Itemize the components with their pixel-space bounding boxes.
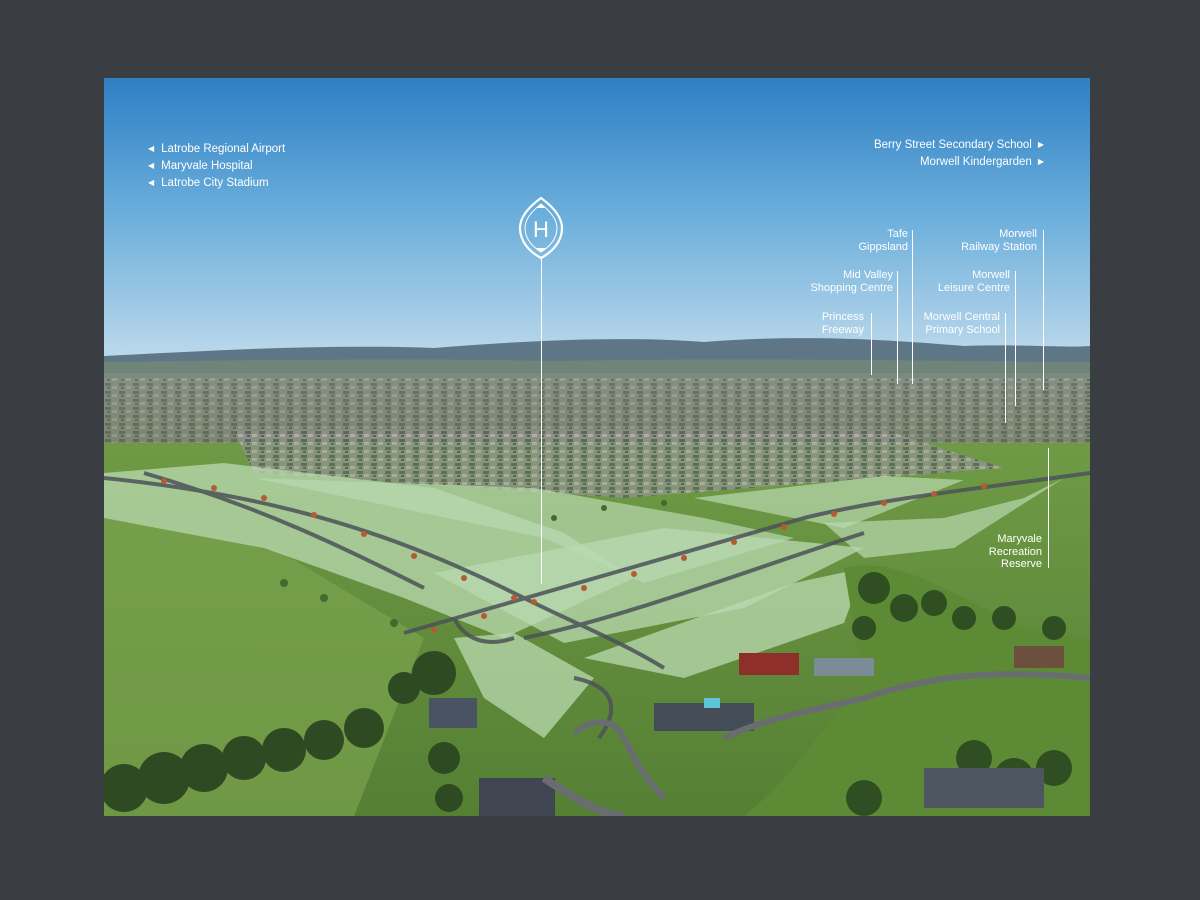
destination-maryvale-hospital: Maryvale Hospital: [148, 158, 285, 175]
leader-mid-valley: [897, 271, 899, 384]
left-destination-list: Latrobe Regional Airport Maryvale Hospit…: [148, 141, 285, 192]
estate-location-pin-icon: H: [518, 196, 564, 260]
destination-berry-street-school: Berry Street Secondary School: [874, 137, 1044, 154]
destination-latrobe-airport: Latrobe Regional Airport: [148, 141, 285, 158]
aerial-map-frame: Latrobe Regional Airport Maryvale Hospit…: [104, 78, 1090, 816]
aerial-photo: [104, 78, 1090, 816]
poi-railway-station: Morwell Railway Station: [961, 228, 1037, 253]
leader-princess: [871, 313, 873, 375]
poi-leisure-centre: Morwell Leisure Centre: [937, 269, 1010, 294]
destination-latrobe-stadium: Latrobe City Stadium: [148, 175, 285, 192]
poi-tafe-gippsland: Tafe Gippsland: [858, 228, 908, 253]
poi-mid-valley: Mid Valley Shopping Centre: [810, 269, 893, 294]
right-destination-list: Berry Street Secondary School Morwell Ki…: [874, 137, 1044, 171]
destination-morwell-kindergarden: Morwell Kindergarden: [874, 154, 1044, 171]
poi-maryvale-reserve: Maryvale Recreation Reserve: [988, 533, 1042, 570]
poi-princess-freeway: Princess Freeway: [821, 311, 864, 336]
leader-leisure: [1015, 271, 1017, 406]
leader-primary-school: [1005, 313, 1007, 423]
pin-leader-line: [540, 258, 542, 584]
poi-primary-school: Morwell Central Primary School: [923, 311, 1000, 336]
leader-railway: [1043, 230, 1045, 390]
pin-letter: H: [533, 217, 549, 242]
leader-tafe: [912, 230, 914, 384]
leader-maryvale: [1048, 448, 1050, 568]
